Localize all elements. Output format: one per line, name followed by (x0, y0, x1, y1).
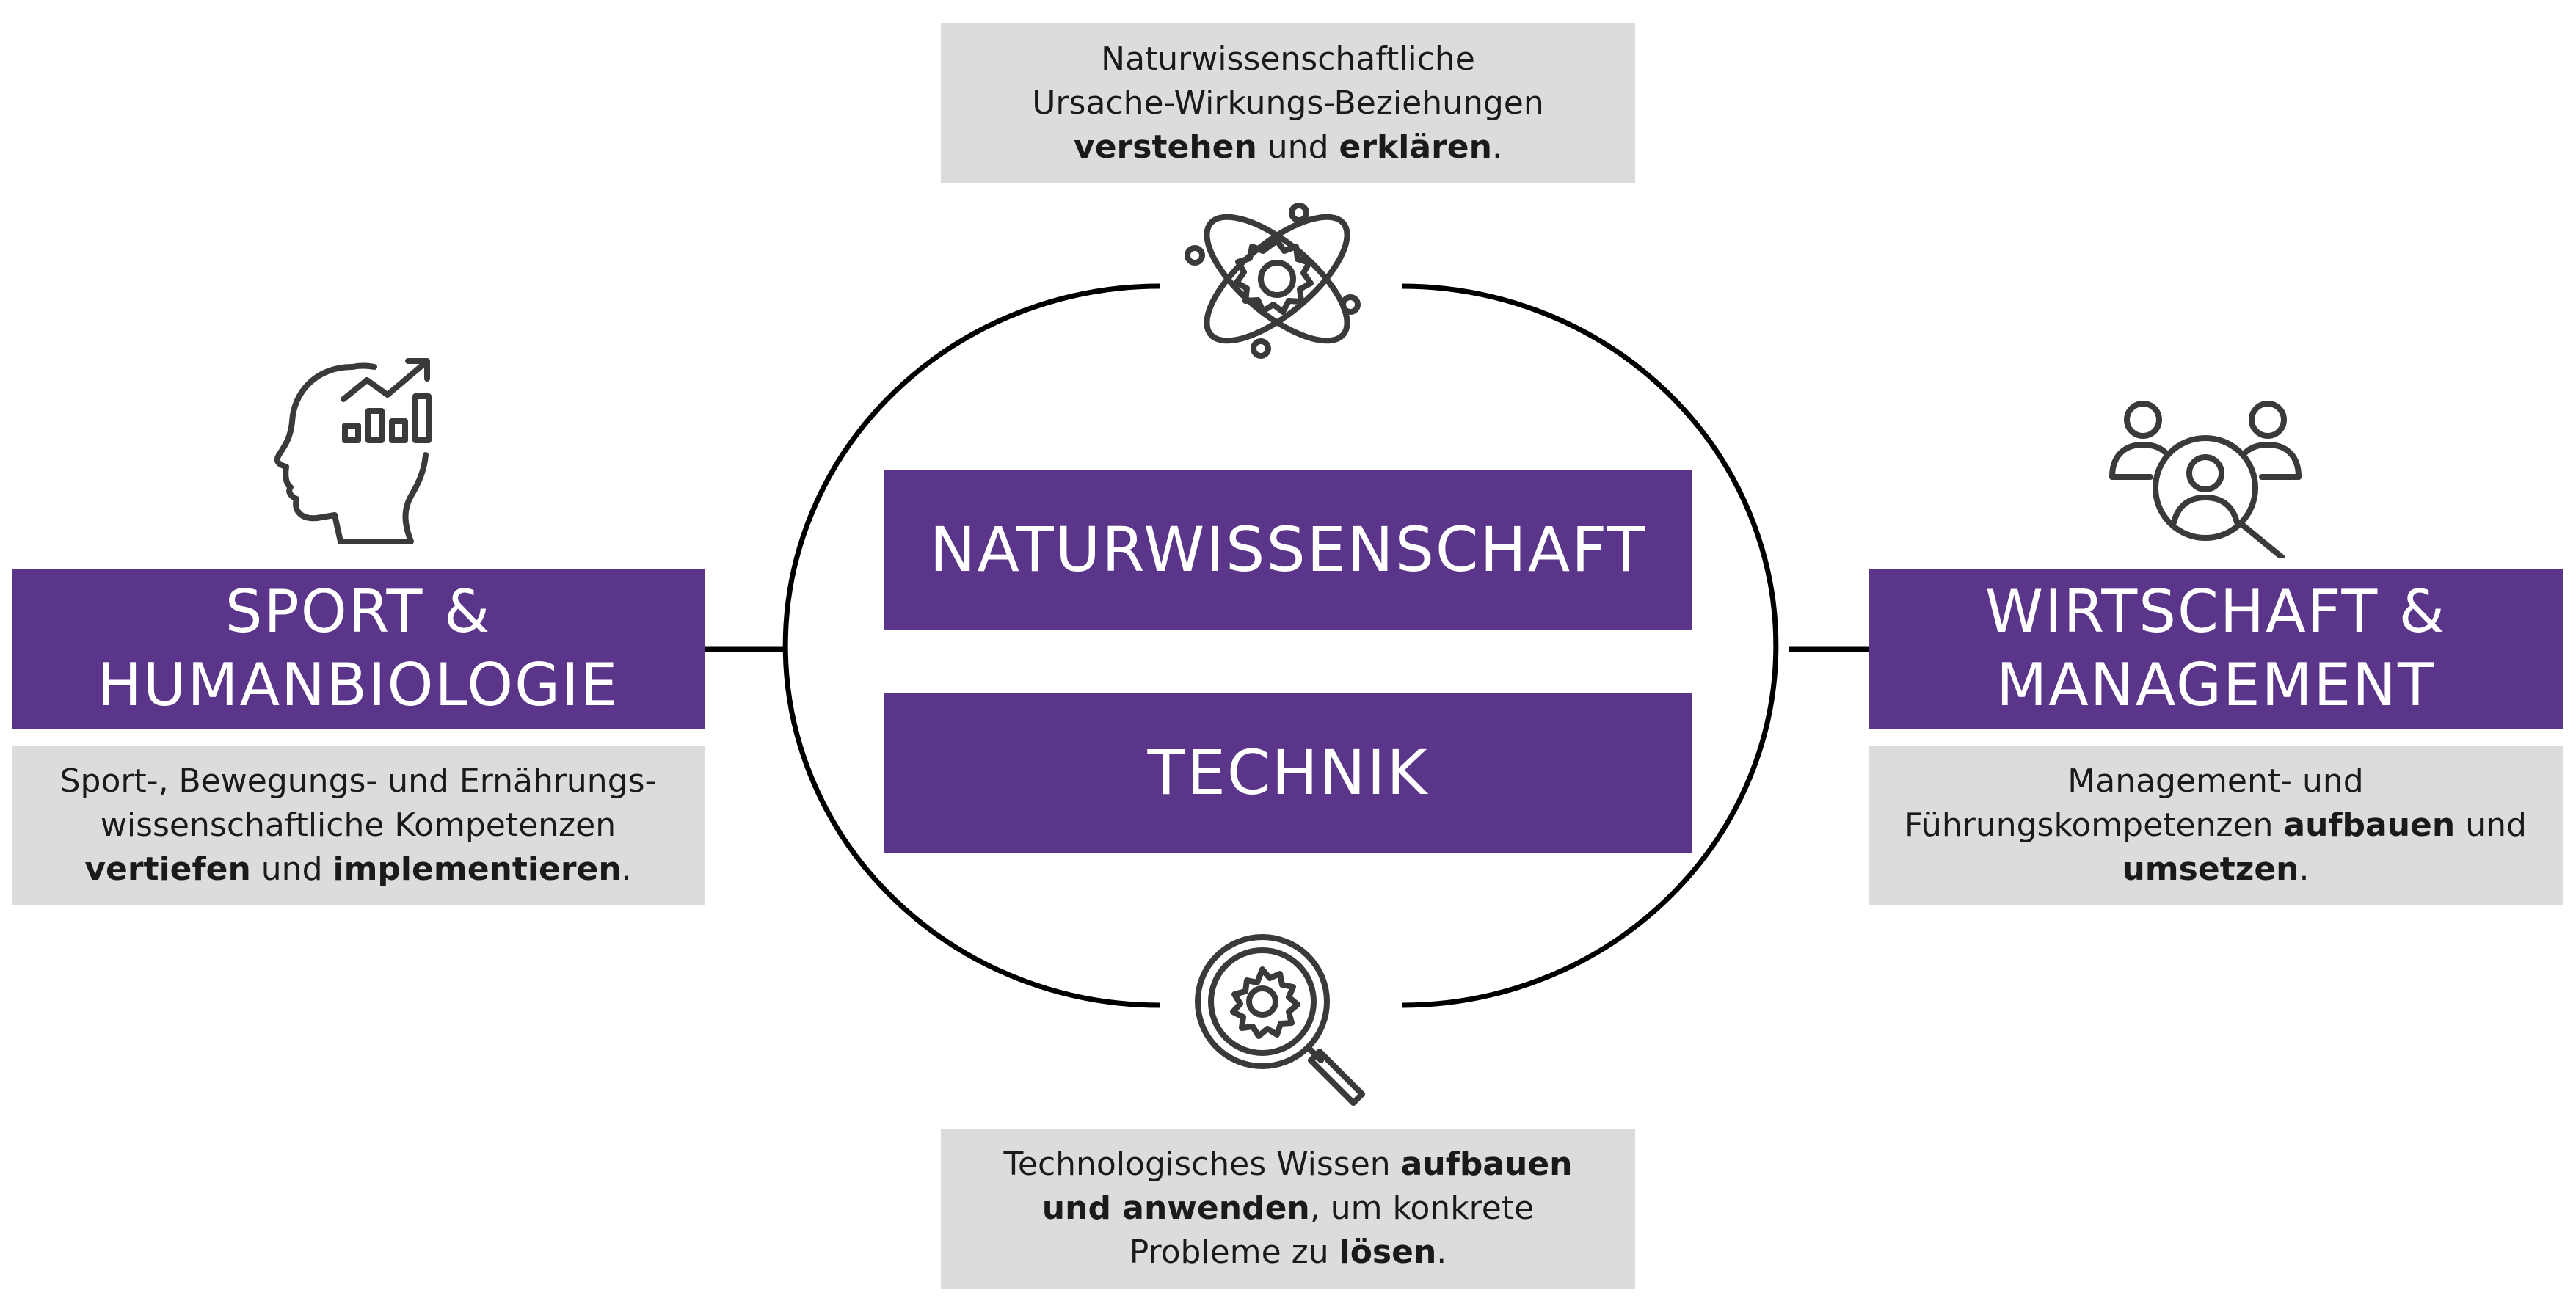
bottom-desc-technologisches: Technologisches Wissen (1003, 1145, 1401, 1183)
bottom-desc-bold-aufbauen: aufbauen (1400, 1145, 1573, 1183)
bottom-desc-line1: Technologisches Wissen aufbauen (1003, 1142, 1572, 1187)
left-title-box: SPORT & HUMANBIOLOGIE (12, 569, 705, 729)
naturwissenschaft-box: NATURWISSENSCHAFT (884, 470, 1692, 630)
right-desc-period: . (2299, 850, 2310, 888)
bottom-desc-line3: Probleme zu lösen. (1003, 1231, 1572, 1275)
bottom-description: Technologisches Wissen aufbauen und anwe… (941, 1129, 1635, 1289)
right-title-box: WIRTSCHAFT & MANAGEMENT (1869, 569, 2563, 729)
left-description: Sport-, Bewegungs- und Ernährungs- wisse… (12, 746, 705, 905)
top-desc-line2: Ursache-Wirkungs-Beziehungen (1032, 84, 1544, 122)
top-desc-bold-erklaeren: erklären (1339, 128, 1492, 166)
bottom-desc-period: . (1436, 1233, 1447, 1271)
atom-gear-icon (1185, 203, 1361, 359)
ellipse-right-arc (1401, 283, 1779, 1008)
right-desc-line1: Management- und (2067, 762, 2364, 800)
right-desc-fuehrung: Führungskompetenzen (1904, 806, 2284, 844)
top-description: Naturwissenschaftliche Ursache-Wirkungs-… (941, 23, 1635, 183)
left-title-line1: SPORT & (225, 577, 492, 646)
left-title-line2: HUMANBIOLOGIE (97, 651, 619, 719)
right-description: Management- und Führungskompetenzen aufb… (1869, 746, 2563, 905)
bottom-desc-bold-loesen: lösen (1339, 1233, 1437, 1271)
technik-box: TECHNIK (884, 693, 1692, 853)
right-title-line1: WIRTSCHAFT & (1984, 577, 2447, 646)
left-desc-line3: vertiefen und implementieren. (60, 848, 657, 892)
top-desc-period: . (1491, 128, 1502, 166)
bottom-desc-konkrete: , um konkrete (1309, 1189, 1535, 1227)
bottom-desc-probleme: Probleme zu (1129, 1233, 1339, 1271)
right-desc-und: und (2455, 806, 2527, 844)
left-desc-line1: Sport-, Bewegungs- und Ernährungs- (59, 762, 657, 800)
ellipse-left-arc (782, 283, 1160, 1008)
left-desc-bold-vertiefen: vertiefen (84, 850, 251, 888)
left-desc-period: . (621, 850, 632, 888)
naturwissenschaft-label: NATURWISSENSCHAFT (929, 514, 1647, 586)
right-desc-line2: Führungskompetenzen aufbauen und (1904, 803, 2527, 848)
left-desc-line2: wissenschaftliche Kompetenzen (100, 806, 616, 844)
bottom-desc-bold-anwenden: und anwenden (1041, 1189, 1310, 1227)
left-desc-bold-implementieren: implementieren (332, 850, 622, 888)
top-desc-bold-verstehen: verstehen (1074, 128, 1257, 166)
head-growth-chart-icon (274, 358, 432, 544)
top-desc-line1: Naturwissenschaftliche (1101, 40, 1475, 78)
right-desc-line3: umsetzen. (1904, 848, 2527, 892)
technik-label: TECHNIK (1147, 737, 1429, 809)
right-desc-bold-aufbauen: aufbauen (2283, 806, 2456, 844)
left-desc-und: und (250, 850, 333, 888)
magnifier-gear-icon (1195, 934, 1365, 1106)
bottom-desc-line2: und anwenden, um konkrete (1003, 1187, 1572, 1231)
right-title-line2: MANAGEMENT (1996, 651, 2435, 719)
people-search-icon (2109, 401, 2302, 558)
top-desc-line3: verstehen und erklären. (1032, 125, 1544, 170)
right-desc-bold-umsetzen: umsetzen (2122, 850, 2299, 888)
top-desc-und: und (1256, 128, 1339, 166)
